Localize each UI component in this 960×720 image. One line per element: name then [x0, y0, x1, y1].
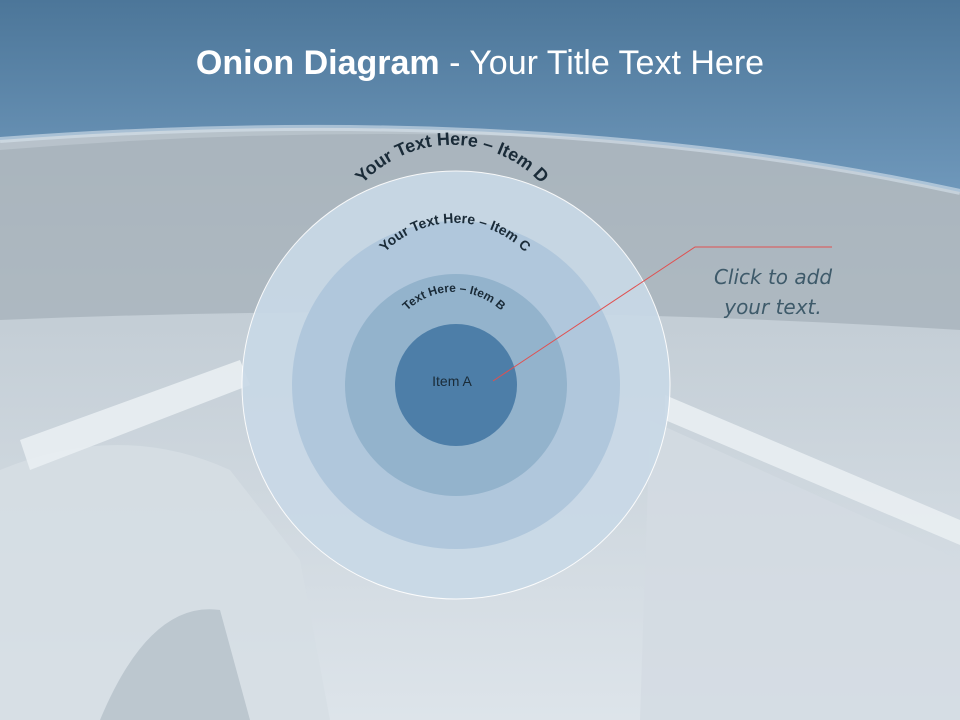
- railing-right: [665, 395, 960, 545]
- header-band: [0, 0, 960, 192]
- layer-a-label: Item A: [432, 373, 472, 389]
- title-bold: Onion Diagram: [195, 44, 440, 82]
- callout-text[interactable]: Click to add your text.: [713, 265, 833, 319]
- bridge-left: [0, 445, 330, 720]
- bridge-right: [640, 420, 960, 720]
- slide-title[interactable]: Onion Diagram - Your Title Text Here: [0, 44, 960, 83]
- callout-line: [492, 246, 832, 382]
- layer-a-circle[interactable]: [395, 324, 517, 446]
- railing-left: [20, 360, 250, 470]
- title-rest: - Your Title Text Here: [439, 44, 765, 82]
- header-arc: [0, 124, 960, 195]
- bridge-arch: [100, 609, 250, 720]
